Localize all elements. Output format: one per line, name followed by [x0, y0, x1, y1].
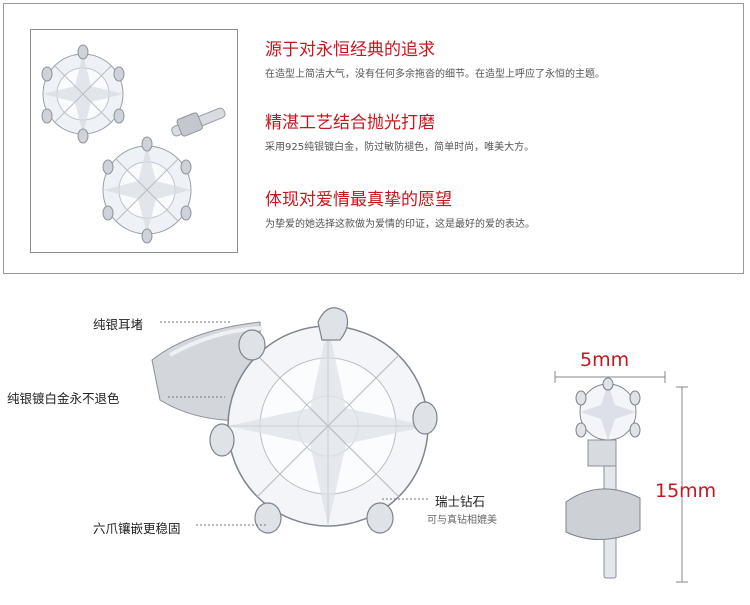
feature-2: 精湛工艺结合抛光打磨 采用925纯银镀白金，防过敏防褪色，简单时尚，唯美大方。: [265, 113, 534, 155]
feature-3-title: 体现对爱情最真挚的愿望: [265, 190, 452, 210]
small-earring-diagram: [565, 377, 641, 579]
feature-1: 源于对永恒经典的追求 在造型上简洁大气，没有任何多余拖沓的细节。在造型上呼应了永…: [265, 40, 605, 82]
earring-pair-photo: [30, 29, 238, 253]
callout-post: 纯银耳堵: [93, 317, 144, 332]
feature-3-desc: 为挚爱的她选择这款做为爱情的印证，这是最好的爱的表达。: [265, 219, 535, 230]
callout-plating: 纯银镀白金永不退色: [7, 391, 120, 406]
feature-3: 体现对爱情最真挚的愿望 为挚爱的她选择这款做为爱情的印证，这是最好的爱的表达。: [265, 190, 535, 232]
height-dimension-label: 15mm: [655, 480, 717, 502]
feature-1-title: 源于对永恒经典的追求: [265, 40, 435, 60]
callout-stone-sub: 可与真钻相媲美: [427, 515, 497, 526]
feature-2-title: 精湛工艺结合抛光打磨: [265, 113, 435, 133]
width-dimension-label: 5mm: [580, 349, 630, 371]
feature-panel: [3, 3, 744, 274]
earring-pair-illustration: [41, 44, 226, 244]
feature-1-desc: 在造型上简洁大气，没有任何多余拖沓的细节。在造型上呼应了永恒的主题。: [265, 69, 605, 80]
callout-stone: 瑞士钻石: [435, 494, 486, 509]
feature-2-desc: 采用925纯银镀白金，防过敏防褪色，简单时尚，唯美大方。: [265, 142, 535, 153]
callout-claws: 六爪镶嵌更稳固: [93, 521, 181, 536]
